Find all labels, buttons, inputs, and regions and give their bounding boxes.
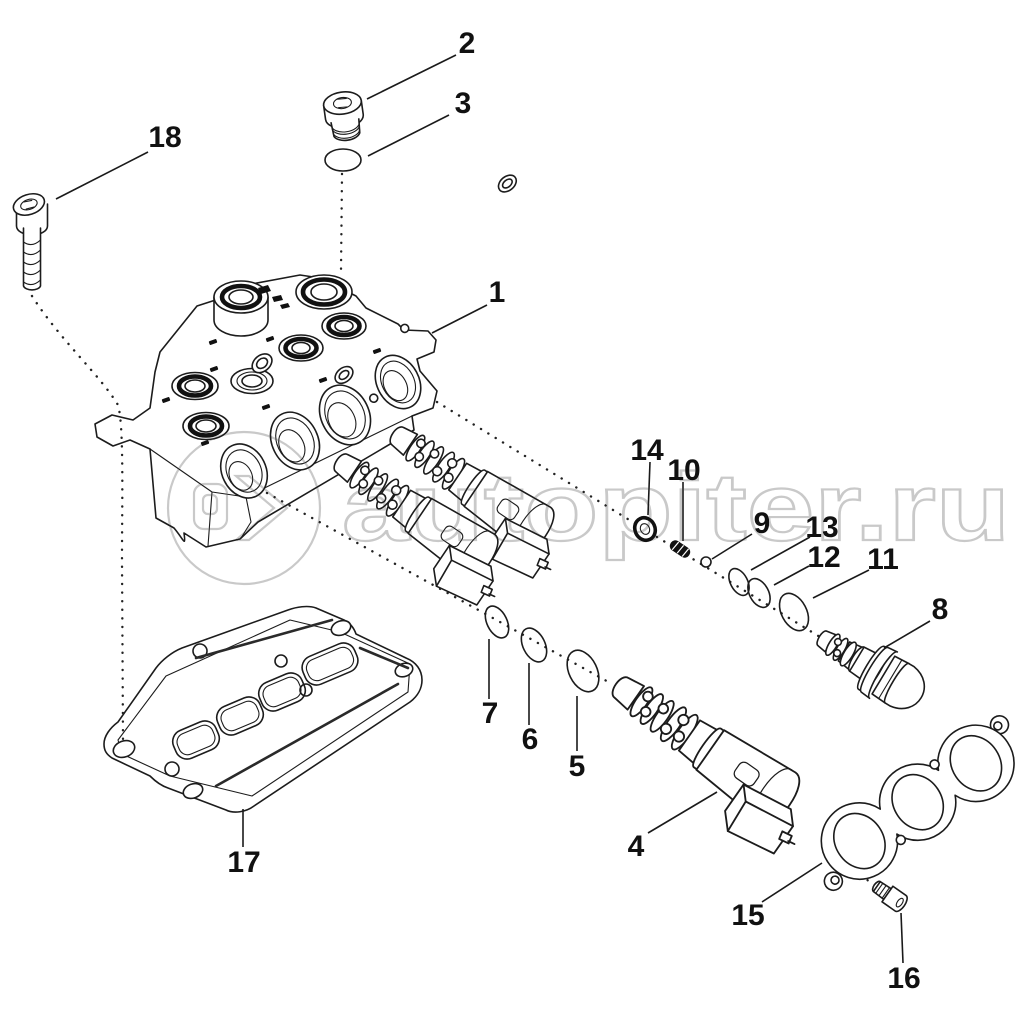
callout-3-leader (367, 114, 450, 157)
callout-2-leader (366, 54, 457, 100)
callout-1-label: 1 (489, 276, 506, 309)
callout-16-label: 16 (887, 962, 920, 995)
plug-axis-dotted-line (339, 172, 344, 273)
callout-17-label: 17 (227, 846, 260, 879)
watermark-logo-circle (166, 430, 322, 586)
callout-8-leader (883, 620, 931, 649)
callout-5-label: 5 (569, 750, 586, 783)
body-boss-port (213, 280, 269, 337)
part-12-oring (747, 577, 771, 609)
part-4-solenoid-valve (582, 658, 830, 868)
callout-16: 16 (887, 912, 921, 995)
callout-1: 1 (431, 276, 506, 334)
part-2-plug (322, 91, 365, 142)
callout-18-label: 18 (148, 121, 181, 154)
callout-7-label: 7 (482, 697, 499, 730)
callout-8-label: 8 (932, 593, 949, 626)
callout-5: 5 (569, 696, 586, 783)
body-valve-bores (219, 354, 422, 499)
part-18-bolt (12, 192, 49, 291)
part-13-oring (728, 567, 750, 597)
bolt-axis-dotted-line (30, 294, 125, 742)
callout-7: 7 (482, 639, 499, 730)
callout-10: 10 (667, 454, 701, 541)
callout-8: 8 (883, 593, 949, 649)
callout-17: 17 (227, 809, 261, 879)
callout-14-label: 14 (630, 434, 664, 467)
relief-valve-axis-dotted-line (435, 400, 822, 639)
callout-18: 18 (55, 121, 182, 200)
part-16-screw (871, 880, 908, 913)
callout-13: 13 (750, 511, 839, 571)
part-9-ball (700, 556, 712, 568)
callout-14: 14 (630, 434, 664, 516)
callout-2-label: 2 (459, 27, 476, 60)
watermark-chevron-icon (232, 474, 289, 542)
callout-4-label: 4 (628, 830, 645, 863)
callout-4-leader (647, 791, 718, 834)
part-10-spring (669, 540, 691, 558)
part-5-oring (566, 649, 600, 693)
callout-11-label: 11 (867, 543, 899, 576)
gasket-17-cutouts (171, 642, 359, 760)
callout-15-label: 15 (731, 899, 764, 932)
callout-16-leader (900, 912, 904, 964)
part-3-oring (324, 148, 362, 172)
callouts: 1 2 3 4 5 6 7 8 9 10 11 12 13 14 15 16 1… (55, 27, 949, 995)
callout-11: 11 (812, 543, 899, 599)
callout-6-label: 6 (522, 723, 539, 756)
part-14-washer (632, 515, 658, 543)
callout-15-leader (761, 862, 823, 903)
callout-18-leader (55, 151, 149, 200)
callout-9-label: 9 (754, 507, 771, 540)
callout-11-leader (812, 569, 870, 599)
part-6-oring (520, 627, 548, 663)
callout-13-label: 13 (805, 511, 838, 544)
watermark-logo-a-counter (201, 493, 219, 516)
callout-12-label: 12 (807, 541, 840, 574)
callout-4: 4 (628, 791, 718, 863)
callout-12-leader (773, 565, 810, 586)
callout-15: 15 (731, 862, 823, 932)
callout-1-leader (431, 304, 488, 334)
callout-13-leader (750, 536, 811, 571)
part-1-valve-body (94, 174, 518, 548)
callout-3-label: 3 (455, 87, 472, 120)
callout-3: 3 (367, 87, 472, 157)
callout-12: 12 (773, 541, 841, 586)
callout-14-leader (647, 461, 651, 516)
gasket-17-bead-lines (194, 618, 410, 788)
watermark-text: autopiter.ru (342, 454, 1010, 561)
callout-9-leader (711, 533, 753, 560)
body-bolt-holes (251, 174, 518, 403)
gasket-17-holes (112, 619, 414, 800)
part-17-gasket (103, 605, 423, 813)
callout-6: 6 (522, 663, 539, 756)
body-top-ports (171, 274, 367, 441)
part-8-relief-valve (816, 630, 926, 710)
callout-2: 2 (366, 27, 476, 100)
watermark-logo-a-glyph (192, 482, 229, 531)
callout-9: 9 (711, 507, 771, 560)
part-11-oring (778, 592, 810, 632)
watermark: autopiter.ru (166, 430, 1011, 586)
callout-10-label: 10 (667, 454, 700, 487)
part-7-oring (484, 605, 510, 639)
part-15-gasket (820, 714, 1015, 892)
solenoid-axis-dotted-line (265, 491, 614, 686)
